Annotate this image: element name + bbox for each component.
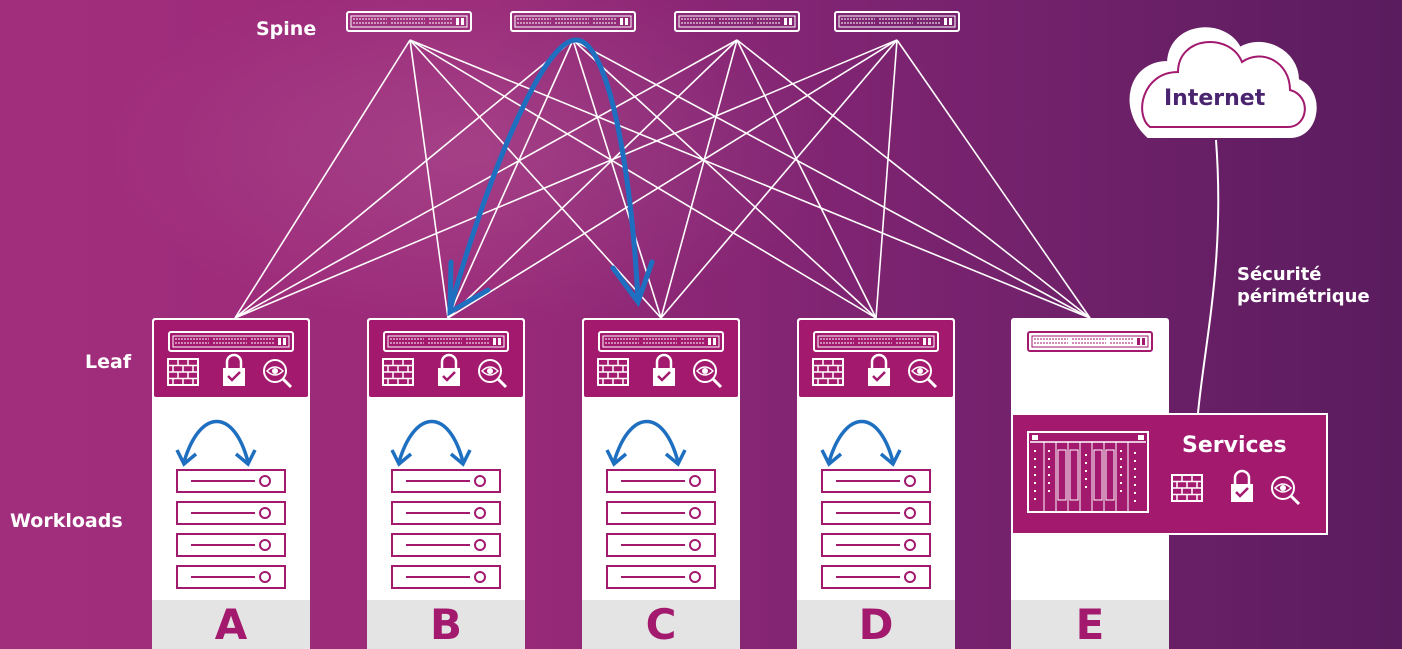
cloud-icon <box>1129 27 1317 138</box>
services-label: Services <box>1182 433 1287 458</box>
workloads-a-servers <box>176 469 286 589</box>
firewall-icon <box>597 358 629 386</box>
east-west-arrow-icon <box>572 400 687 466</box>
lock-icon <box>866 353 892 388</box>
leaf-e-switch-icon <box>1027 331 1153 352</box>
server-icon <box>606 565 716 589</box>
magnifier-eye-icon <box>477 358 508 389</box>
workloads-label: Workloads <box>10 510 123 532</box>
lock-icon <box>651 353 677 388</box>
chassis-icon <box>1027 431 1149 513</box>
internet-label: Internet <box>1164 86 1266 111</box>
magnifier-eye-icon <box>262 358 293 389</box>
security-label-line1: Sécurité <box>1237 264 1322 285</box>
firewall-icon <box>382 358 414 386</box>
server-icon <box>606 533 716 557</box>
server-icon <box>606 501 716 525</box>
server-icon <box>821 565 931 589</box>
firewall-icon <box>812 358 844 386</box>
lock-icon <box>1229 469 1255 504</box>
east-west-arrow-icon <box>142 400 257 466</box>
leaf-label: Leaf <box>85 351 132 373</box>
security-label: Sécurité périmétrique <box>1237 264 1370 308</box>
east-west-arrow-icon <box>787 400 902 466</box>
firewall-icon <box>167 358 199 386</box>
magnifier-eye-icon <box>1270 475 1301 506</box>
column-e-label: E <box>1011 600 1169 649</box>
leaf-d-switch-icon <box>813 331 939 352</box>
leaf-c-switch-icon <box>598 331 724 352</box>
server-icon <box>176 565 286 589</box>
spine-switch-icon-4 <box>834 11 960 32</box>
server-icon <box>176 501 286 525</box>
east-west-arrow-icon <box>357 400 472 466</box>
server-icon <box>821 501 931 525</box>
server-icon <box>391 533 501 557</box>
spine-leaf-links <box>234 39 1091 319</box>
lock-icon <box>436 353 462 388</box>
server-icon <box>391 565 501 589</box>
magnifier-eye-icon <box>907 358 938 389</box>
firewall-icon <box>1171 474 1203 502</box>
server-icon <box>176 469 286 493</box>
column-c-label: C <box>582 600 740 649</box>
spine-label: Spine <box>256 18 317 40</box>
spine-switch-icon-1 <box>346 11 472 32</box>
services-box <box>1011 413 1328 535</box>
column-d-label: D <box>797 600 955 649</box>
security-label-line2: périmétrique <box>1237 286 1370 307</box>
server-icon <box>606 469 716 493</box>
internet-link <box>1197 139 1220 414</box>
spine-switch-icon-2 <box>510 11 636 32</box>
column-a-label: A <box>152 600 310 649</box>
workloads-d-servers <box>821 469 931 589</box>
workloads-b-servers <box>391 469 501 589</box>
lock-icon <box>221 353 247 388</box>
server-icon <box>391 469 501 493</box>
spine-switch-icon-3 <box>674 11 800 32</box>
magnifier-eye-icon <box>692 358 723 389</box>
leaf-b-switch-icon <box>383 331 509 352</box>
workloads-c-servers <box>606 469 716 589</box>
leaf-a-switch-icon <box>168 331 294 352</box>
server-icon <box>821 533 931 557</box>
server-icon <box>821 469 931 493</box>
column-b-label: B <box>367 600 525 649</box>
server-icon <box>176 533 286 557</box>
inter-leaf-arrow-icon <box>447 37 655 317</box>
server-icon <box>391 501 501 525</box>
